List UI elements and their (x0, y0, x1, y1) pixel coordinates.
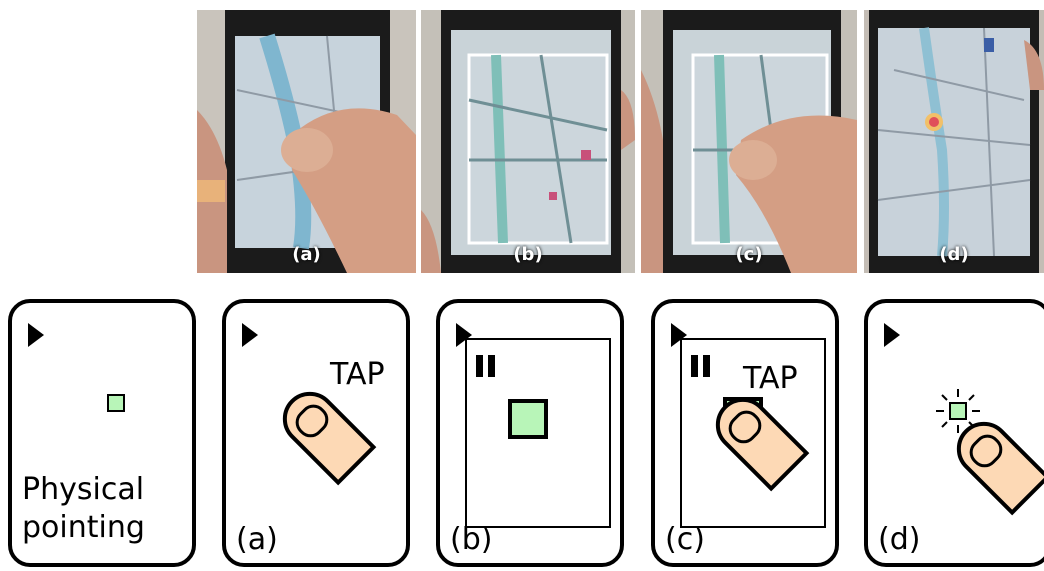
panel-physical-pointing: Physical pointing (8, 299, 196, 567)
photo-d: (d) (864, 10, 1044, 273)
physical-pointing-caption: Physical pointing (22, 471, 145, 547)
photo-b-label: (b) (513, 244, 543, 265)
photo-c: (c) (641, 10, 857, 273)
pause-icon-bar-right (703, 355, 710, 377)
photo-d-image (864, 10, 1044, 273)
photo-d-label: (d) (939, 244, 969, 265)
pause-icon-bar-left (476, 355, 483, 377)
caption-line-1: Physical (22, 472, 145, 507)
tap-label: TAP (330, 357, 385, 392)
panel-c-graphic (671, 323, 826, 528)
tap-label: TAP (743, 361, 798, 396)
target-square-magnified (508, 399, 548, 439)
photo-a-label: (a) (292, 244, 321, 265)
panel-physical-graphic (28, 323, 125, 412)
panel-b: (b) (436, 299, 624, 567)
target-square (107, 394, 125, 412)
panel-a-graphic (242, 323, 377, 486)
photo-c-label: (c) (735, 244, 763, 265)
panel-c-caption: (c) (665, 521, 705, 557)
finger-icon (282, 391, 377, 486)
play-icon (28, 323, 44, 347)
panel-d: (d) (864, 299, 1044, 567)
caption-line-2: pointing (22, 510, 145, 545)
panel-a: TAP (a) (222, 299, 410, 567)
photo-c-image (641, 10, 857, 273)
photo-b: (b) (421, 10, 635, 273)
panel-a-caption: (a) (236, 521, 278, 557)
play-icon (242, 323, 258, 347)
play-icon (671, 323, 687, 347)
play-icon (456, 323, 472, 347)
panel-d-graphic (884, 323, 1044, 516)
pause-icon-bar-left (691, 355, 698, 377)
panel-c: TAP (c) (651, 299, 839, 567)
photo-a: (a) (197, 10, 416, 273)
photo-b-image (421, 10, 635, 273)
play-icon (884, 323, 900, 347)
panel-d-caption: (d) (878, 521, 921, 557)
finger-icon (715, 397, 810, 492)
photo-a-image (197, 10, 416, 273)
pause-icon-bar-right (488, 355, 495, 377)
finger-icon (956, 421, 1044, 516)
panel-b-caption: (b) (450, 521, 493, 557)
selected-target-icon (936, 389, 980, 433)
panel-b-graphic (456, 323, 611, 528)
